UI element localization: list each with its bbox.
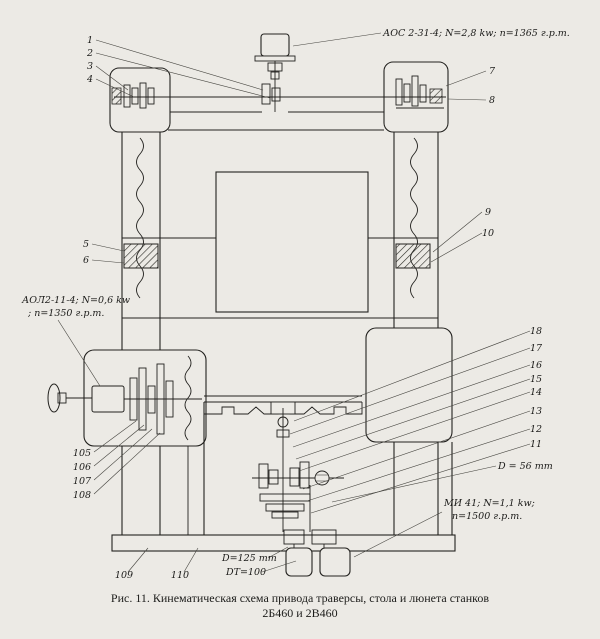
callout-12: 12 [530,424,542,435]
callout-105: 105 [73,448,91,459]
label-pulley-d56: D = 56 mm [497,461,553,472]
callout-109: 109 [115,570,133,581]
top-drive-assembly [109,33,449,133]
callout-8: 8 [489,95,495,106]
right-lower-housing [365,327,453,443]
callout-6: 6 [83,255,89,266]
callout-11: 11 [530,439,542,450]
label-pulley-d125: D=125 mm [221,553,277,564]
callout-16: 16 [530,360,542,371]
lunette-motor [91,385,125,413]
lunette-screw [184,355,192,441]
label-motor-top: АОС 2-31-4; N=2,8 kw; n=1365 г.р.m. [382,28,570,39]
traverse-lead-screws [136,137,418,299]
callout-2: 2 [86,48,93,59]
top-motor [260,33,290,57]
table-motor [319,547,351,577]
label-motor-left-line1: АОЛ2-11-4; N=0,6 kw [21,295,130,306]
callout-108: 108 [73,490,91,501]
table-drive-train [252,408,351,577]
bottom-pulley-drum [285,547,313,577]
caption-line2: 2Б460 и 2В460 [262,606,337,620]
annotation-labels: АОС 2-31-4; N=2,8 kw; n=1365 г.р.m. АОЛ2… [21,28,570,578]
callout-13: 13 [530,406,542,417]
handwheel [47,383,61,413]
callout-107: 107 [73,476,92,487]
callout-17: 17 [530,343,543,354]
workpiece-panel [215,171,369,313]
label-pulley-dt100: DT=100 [225,567,266,578]
lunette-drive-gearbox [47,349,207,535]
pulley-d125 [283,529,305,545]
left-screw-nut [123,243,159,269]
right-screw-nut [395,243,431,269]
callout-110: 110 [171,570,189,581]
callout-9: 9 [485,207,491,218]
label-motor-bottom-line2: n=1500 г.р.m. [452,511,522,522]
label-motor-left-line2: ; n=1350 г.р.m. [27,308,104,319]
callout-18: 18 [530,326,542,337]
traverse-beam [122,171,438,319]
right-lead-screw [410,137,418,299]
label-motor-bottom-line1: МИ 41; N=1,1 kw; [443,498,535,509]
callout-5: 5 [83,239,89,250]
figure-caption: Рис. 11. Кинематическая схема привода тр… [111,591,489,620]
left-lead-screw [136,137,144,299]
callout-7: 7 [489,66,496,77]
callout-15: 15 [530,374,542,385]
callout-106: 106 [73,462,91,473]
worm-gear [314,470,330,486]
callout-3: 3 [87,61,93,72]
callout-1: 1 [87,35,93,46]
callout-10: 10 [482,228,494,239]
callout-numbers: 1 2 3 4 7 8 9 10 5 6 18 17 16 15 14 13 1… [73,35,543,581]
caption-line1: Рис. 11. Кинематическая схема привода тр… [111,591,489,605]
callout-4: 4 [86,74,93,85]
leader-lines [57,32,531,573]
callout-14: 14 [530,387,542,398]
